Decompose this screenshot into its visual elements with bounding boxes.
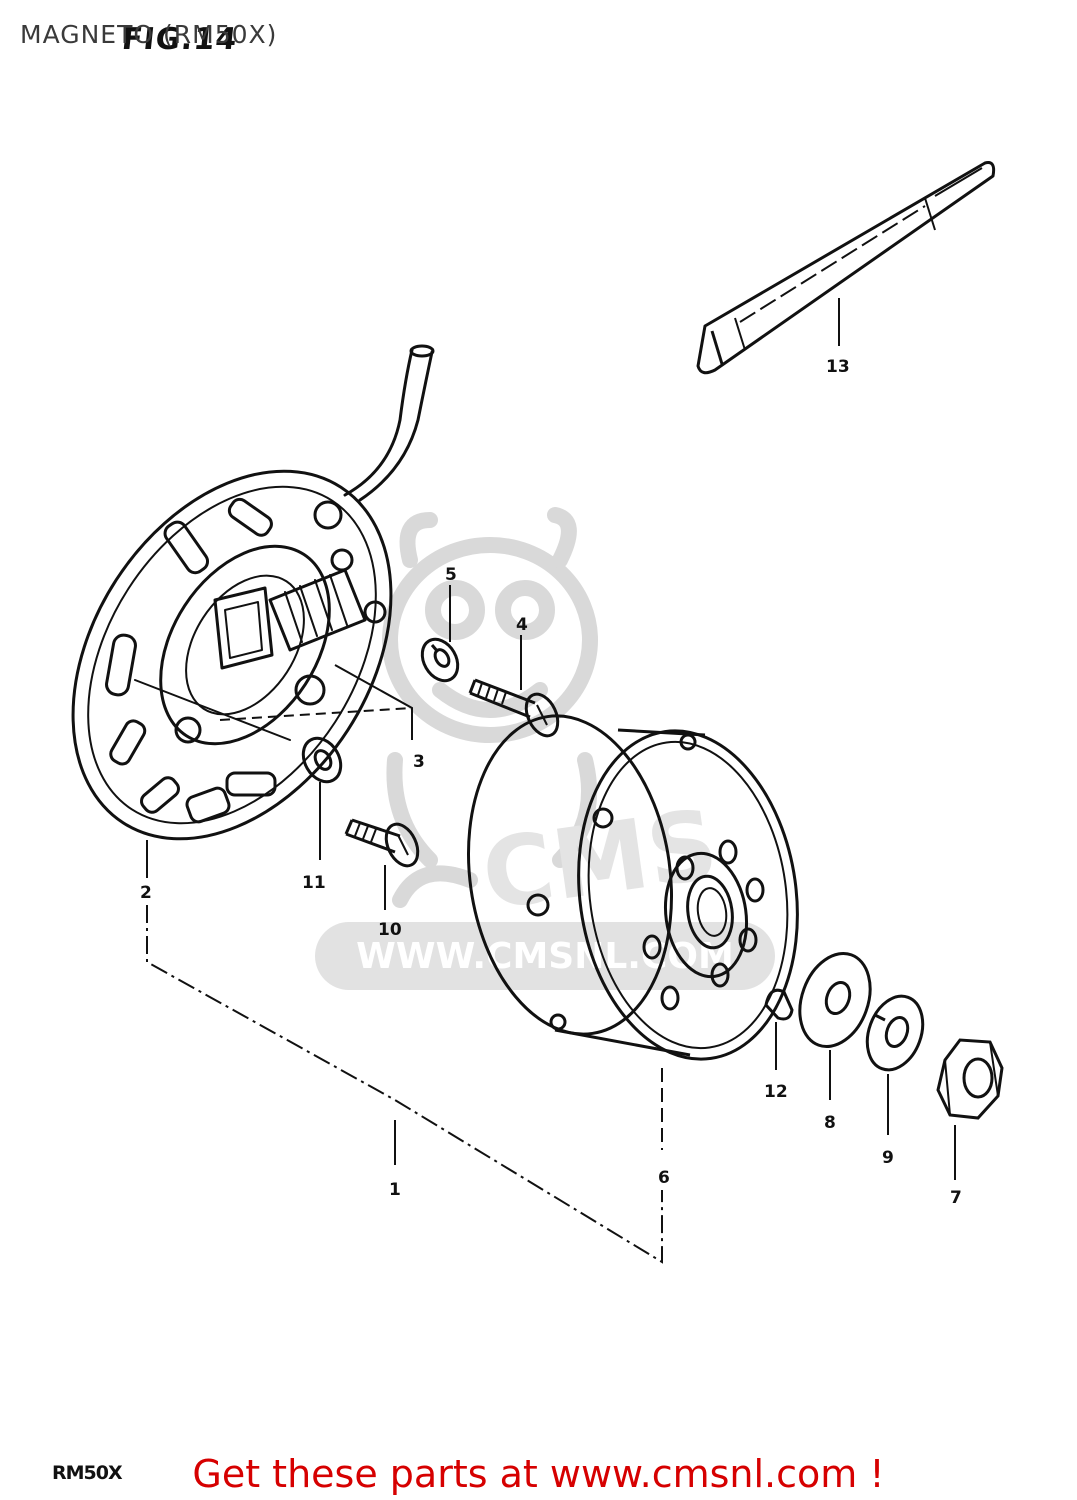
- callout-6: 6: [658, 1168, 670, 1188]
- callout-10: 10: [378, 920, 402, 940]
- part-7-nut: [936, 1038, 1004, 1120]
- callout-13: 13: [826, 357, 850, 377]
- part-9-lock-washer: [865, 994, 925, 1072]
- watermark-url: WWW.CMSNL.COM: [356, 936, 734, 977]
- part-6-flywheel-rotor: [467, 714, 799, 1061]
- leader-lines: [146, 298, 956, 1264]
- callout-1: 1: [389, 1180, 401, 1200]
- page-title: MAGNETO (RM50X): [20, 20, 278, 49]
- callout-11: 11: [302, 873, 326, 893]
- callout-8: 8: [824, 1113, 836, 1133]
- model-code: RM50X: [52, 1462, 123, 1484]
- part-10-screw: [344, 818, 420, 868]
- part-11-washer: [301, 736, 343, 784]
- part-13-wire-strip: [696, 161, 996, 375]
- callout-5: 5: [445, 565, 457, 585]
- part-12-woodruff-key: [764, 988, 794, 1021]
- part-5-lock-washer: [420, 637, 460, 683]
- footer-cta-link[interactable]: Get these parts at www.cmsnl.com !: [192, 1452, 885, 1496]
- callout-3: 3: [413, 752, 425, 772]
- callout-7: 7: [950, 1188, 962, 1208]
- callout-9: 9: [882, 1148, 894, 1168]
- callout-2: 2: [140, 883, 152, 903]
- part-2-stator-plate: [71, 344, 435, 841]
- callout-4: 4: [516, 615, 528, 635]
- part-8-washer: [798, 952, 872, 1048]
- callout-numbers: 1 2 3 4 5 6 7 8 9 10 11 12 13: [140, 357, 962, 1208]
- callout-12: 12: [764, 1082, 788, 1102]
- part-4-screw: [468, 678, 560, 738]
